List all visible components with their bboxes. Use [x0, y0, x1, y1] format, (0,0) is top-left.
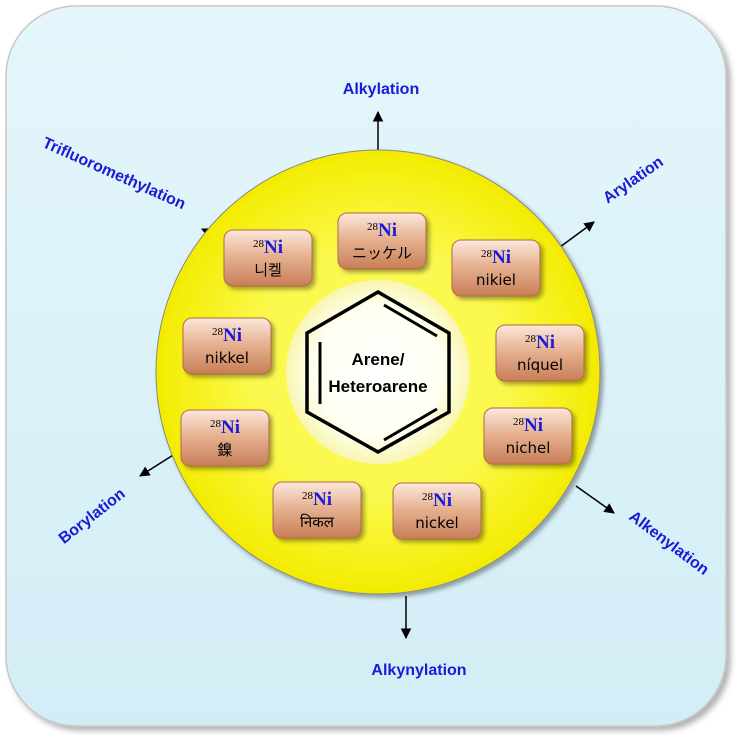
- benzene-ring: [305, 289, 451, 455]
- tile-atomic-number: 28: [212, 326, 224, 338]
- tile-name: ニッケル: [352, 244, 412, 262]
- arrow-alkenylation: [575, 485, 615, 514]
- nickel-tile: 28Ni níquel: [495, 324, 585, 382]
- tile-atomic-number: 28: [525, 333, 537, 345]
- inner-bond-upper: [383, 303, 438, 338]
- tile-background: [223, 229, 313, 287]
- tile-element-symbol: 28Ni: [481, 247, 511, 268]
- tile-background: [182, 317, 272, 375]
- tile-name: nikkel: [205, 349, 249, 367]
- tile-element-symbol: 28Ni: [210, 417, 240, 438]
- tile-atomic-number: 28: [210, 418, 222, 430]
- tile-element-symbol: 28Ni: [212, 325, 242, 346]
- arrow-arylation: [559, 221, 595, 248]
- tile-name: निकल: [300, 513, 335, 531]
- tile-name: nichel: [506, 439, 551, 457]
- core-label-line2: Heteroarene: [328, 377, 427, 396]
- tile-name: 鎳: [217, 441, 232, 459]
- tile-symbol: Ni: [313, 489, 332, 510]
- hexagon-outline: [305, 289, 451, 455]
- tile-element-symbol: 28Ni: [422, 490, 452, 511]
- tile-name: níquel: [517, 356, 563, 374]
- tile-name: nickel: [415, 514, 458, 532]
- tile-atomic-number: 28: [481, 248, 493, 260]
- tile-background: [392, 482, 482, 540]
- tile-background: [483, 407, 573, 465]
- nickel-tile: 28Ni ニッケル: [337, 212, 427, 270]
- tile-atomic-number: 28: [422, 491, 434, 503]
- tile-background: [180, 409, 270, 467]
- tile-atomic-number: 28: [513, 416, 525, 428]
- tile-atomic-number: 28: [367, 221, 379, 233]
- tile-symbol: Ni: [264, 237, 283, 258]
- tile-symbol: Ni: [221, 417, 240, 438]
- tile-name: 니켈: [254, 261, 282, 279]
- tile-symbol: Ni: [524, 415, 543, 436]
- tile-symbol: Ni: [223, 325, 242, 346]
- nickel-tile: 28Ni nikiel: [451, 239, 541, 297]
- core-circle: [286, 280, 470, 464]
- label-alkynylation: Alkynylation: [371, 662, 466, 679]
- tile-background: [337, 212, 427, 270]
- nickel-tile: 28Ni nichel: [483, 407, 573, 465]
- tile-symbol: Ni: [536, 332, 555, 353]
- inner-bond-lower: [383, 407, 438, 442]
- tile-name: nikiel: [476, 271, 516, 289]
- label-alkylation: Alkylation: [343, 81, 419, 98]
- nickel-tile: 28Ni 니켈: [223, 229, 313, 287]
- tile-symbol: Ni: [378, 220, 397, 241]
- tile-background: [495, 324, 585, 382]
- tile-element-symbol: 28Ni: [367, 220, 397, 241]
- tile-symbol: Ni: [492, 247, 511, 268]
- nickel-tile: 28Ni निकल: [272, 481, 362, 539]
- core-label-line1: Arene/: [352, 350, 405, 369]
- nickel-tile: 28Ni 鎳: [180, 409, 270, 467]
- nickel-tile: 28Ni nikkel: [182, 317, 272, 375]
- tile-background: [272, 481, 362, 539]
- tile-element-symbol: 28Ni: [302, 489, 332, 510]
- tile-background: [451, 239, 541, 297]
- tile-atomic-number: 28: [253, 238, 265, 250]
- tile-element-symbol: 28Ni: [253, 237, 283, 258]
- arrow-borylation: [139, 451, 179, 477]
- tile-element-symbol: 28Ni: [525, 332, 555, 353]
- tile-element-symbol: 28Ni: [513, 415, 543, 436]
- tile-atomic-number: 28: [302, 490, 314, 502]
- nickel-tile: 28Ni nickel: [392, 482, 482, 540]
- tile-symbol: Ni: [433, 490, 452, 511]
